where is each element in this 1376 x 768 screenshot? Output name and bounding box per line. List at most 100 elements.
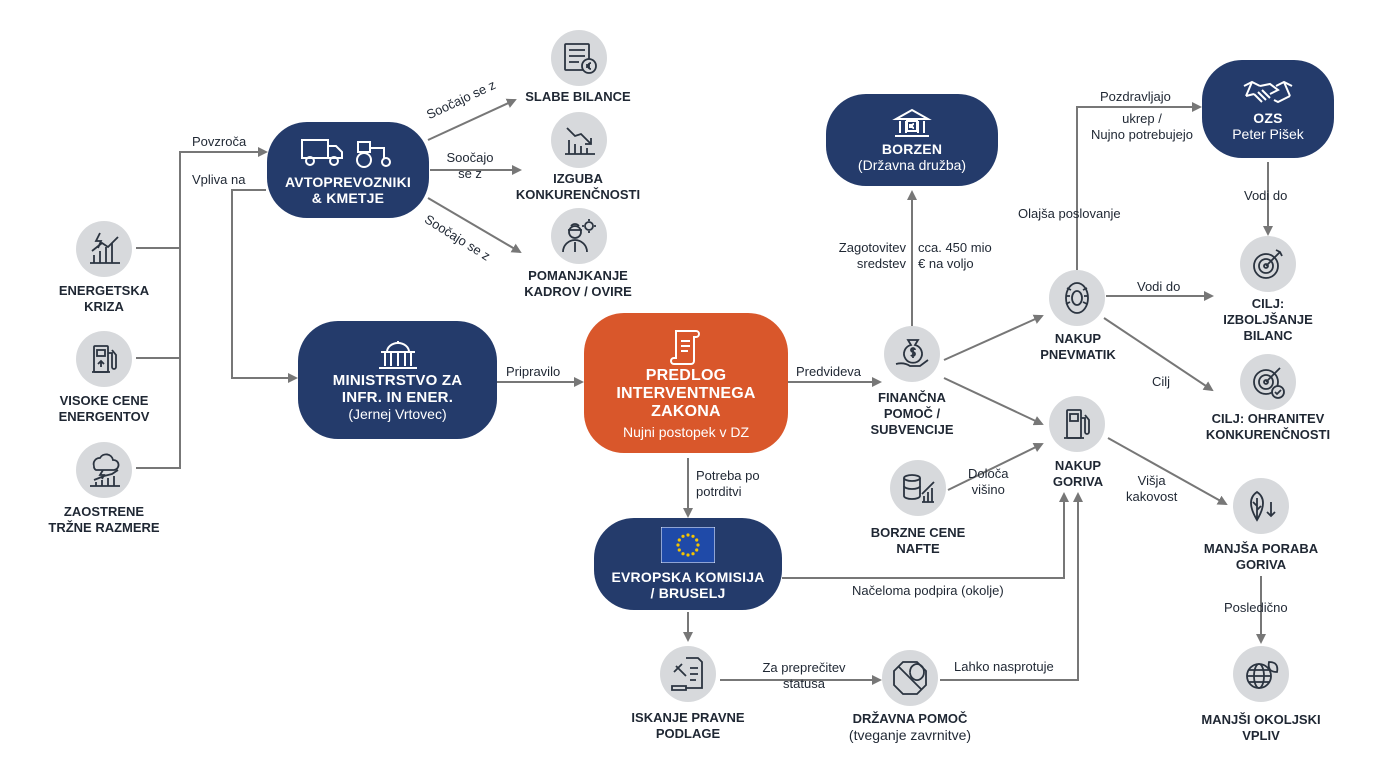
edge-povzroca — [179, 147, 268, 248]
predlog-node: PREDLOG INTERVENTNEGA ZAKONA Nujni posto… — [584, 313, 788, 453]
bank-euro-icon — [892, 108, 932, 137]
edge-label-pozdravljajo: Pozdravljajo — [1100, 89, 1171, 104]
edge-label-predvideva: Predvideva — [796, 364, 862, 379]
truck-tractor-icon — [301, 139, 391, 168]
ozs-title: OZS — [1253, 110, 1283, 126]
drzavna-pomoc-label: DRŽAVNA POMOČ (tveganje zavrnitve) — [848, 711, 972, 743]
edge-label-olajsa: Olajša poslovanje — [1018, 206, 1121, 221]
slabe-bilance-label: SLABE BILANCE — [525, 89, 631, 104]
manjsi-vpliv-icon-circle — [1233, 646, 1289, 702]
evropska-node: EVROPSKA KOMISIJA / BRUSELJ — [594, 518, 782, 610]
predlog-title-1: PREDLOG — [645, 366, 727, 384]
slabe-bilance-icon-circle — [551, 30, 607, 86]
edge-to-pnevmatik — [943, 314, 1044, 361]
borzen-node: BORZEN (Državna družba) — [826, 94, 998, 186]
worker-gear-icon — [562, 219, 596, 253]
manjsa-poraba-icon-circle — [1233, 478, 1289, 534]
energetska-kriza-icon-circle — [76, 221, 132, 277]
evropska-title-1: EVROPSKA KOMISIJA — [611, 569, 765, 585]
prohibited-money-icon — [893, 661, 927, 695]
edge-label-posledicno: Posledično — [1224, 600, 1288, 615]
edge-visja — [1107, 437, 1228, 505]
handshake-icon — [1243, 80, 1293, 104]
evropska-title-2: / BRUSELJ — [650, 585, 726, 601]
edge-pozdravljajo — [1076, 102, 1202, 270]
edge-vpliva-na — [231, 189, 298, 383]
edge-lahko — [940, 492, 1083, 681]
ledger-euro-icon — [564, 43, 597, 74]
predlog-title-3: ZAKONA — [651, 402, 721, 420]
edge-label-vodi-do-2: Vodi do — [1244, 188, 1288, 203]
fuel-pump-icon — [1064, 409, 1090, 439]
chart-decline-icon — [565, 127, 595, 155]
leaf-down-icon — [1250, 490, 1276, 522]
avtoprevozniki-title-1: AVTOPREVOZNIKI — [285, 174, 411, 190]
gavel-document-icon — [671, 657, 703, 691]
borzen-title: BORZEN — [881, 141, 943, 157]
edge-label-vodi-do-1: Vodi do — [1137, 279, 1181, 294]
financna-icon-circle — [884, 326, 940, 382]
oil-barrel-chart-icon — [903, 474, 935, 503]
iskanje-icon-circle — [660, 646, 716, 702]
predlog-sub: Nujni postopek v DZ — [622, 423, 750, 440]
edge-label-cilj: Cilj — [1152, 374, 1171, 389]
edge-label-vpliva-na: Vpliva na — [192, 172, 246, 187]
tire-icon — [1065, 282, 1089, 314]
avtoprevozniki-title-2: & KMETJE — [311, 190, 385, 206]
edge-label-naceloma: Načeloma podpira (okolje) — [852, 583, 1004, 598]
ozs-sub: Peter Pišek — [1232, 126, 1304, 142]
edge-label-ukrep: ukrep /Nujno potrebujejo — [1091, 111, 1193, 142]
ministrstvo-title-2: INFR. IN ENER. — [341, 389, 454, 406]
target-icon — [1253, 249, 1283, 279]
predlog-title-2: INTERVENTNEGA — [616, 384, 756, 402]
edge-left-bracket — [136, 247, 181, 469]
edge-socajo-1 — [427, 98, 517, 141]
borzne-cene-icon-circle — [890, 460, 946, 516]
edge-to-goriva — [943, 377, 1044, 426]
zaostrene-icon-circle — [76, 442, 132, 498]
cilj-konk-icon-circle — [1240, 354, 1296, 410]
scroll-document-icon — [670, 329, 700, 365]
fuel-pump-icon — [92, 345, 117, 373]
target-check-icon — [1253, 367, 1285, 399]
eu-flag-icon — [661, 527, 715, 563]
ministrstvo-node: MINISTRSTVO ZA INFR. IN ENER. (Jernej Vr… — [298, 321, 497, 439]
nakup-goriva-icon-circle — [1049, 396, 1105, 452]
edge-cilj — [1103, 317, 1214, 392]
edge-naceloma — [782, 492, 1069, 579]
edge-label-cca: cca. 450 mio€ na voljo — [918, 240, 992, 271]
drzavna-pomoc-icon-circle — [882, 650, 938, 706]
avtoprevozniki-node: AVTOPREVOZNIKI & KMETJE — [267, 122, 429, 218]
hand-money-bag-icon — [895, 339, 929, 367]
edge-label-lahko: Lahko nasprotuje — [954, 659, 1054, 674]
ozs-node: OZS Peter Pišek — [1202, 60, 1334, 158]
edge-socajo-3 — [427, 197, 522, 254]
visoke-cene-icon-circle — [76, 331, 132, 387]
izguba-icon-circle — [551, 112, 607, 168]
nakup-pnevmatik-icon-circle — [1049, 270, 1105, 326]
edge-doloca — [947, 443, 1044, 491]
government-building-icon — [378, 341, 417, 369]
borzen-sub: (Državna družba) — [857, 157, 967, 173]
